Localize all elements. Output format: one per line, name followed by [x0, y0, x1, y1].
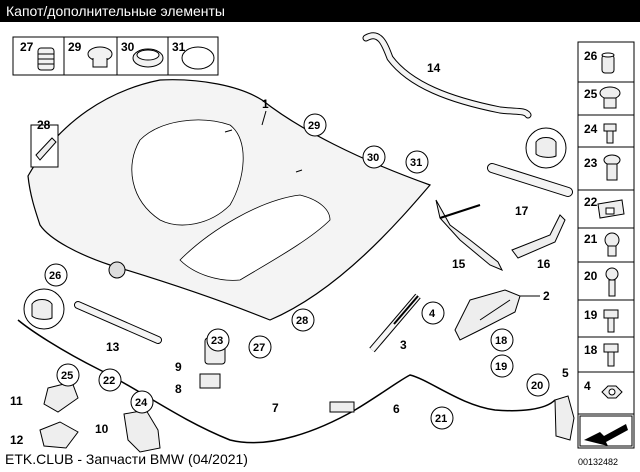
callout-14: 14: [427, 61, 441, 75]
callout-6: 6: [393, 402, 400, 416]
sealing-strip-28: [30, 124, 59, 168]
callout-28: 28: [296, 315, 308, 327]
hood-seal-14: [362, 32, 532, 119]
strip-label-30: 30: [121, 40, 135, 54]
bracket-15: [435, 199, 504, 271]
bracket-12: [39, 421, 79, 449]
column-label-19: 19: [584, 308, 598, 322]
callout-19: 19: [495, 361, 507, 373]
callout-26: 26: [49, 270, 61, 282]
column-label-22: 22: [584, 195, 598, 209]
callout-10: 10: [95, 422, 109, 436]
grounding-plate-icon: [597, 199, 625, 219]
callout-4: 4: [429, 308, 436, 320]
callout-8: 8: [175, 382, 182, 396]
callout-11: 11: [10, 394, 23, 408]
page-title: Капот/дополнительные элементы: [6, 3, 225, 19]
callout-23: 23: [211, 335, 223, 347]
callout-2: 2: [543, 289, 550, 303]
callout-5: 5: [562, 366, 569, 380]
column-label-20: 20: [584, 269, 598, 283]
diagram-code: 00132482: [578, 457, 619, 467]
footer-text: ETK.CLUB - Запчасти BMW (04/2021): [5, 451, 248, 467]
title-bar: Капот/дополнительные элементы: [0, 0, 640, 22]
flange-bolt-icon: [603, 343, 619, 367]
callout-17: 17: [515, 204, 529, 218]
callout-27: 27: [253, 342, 265, 354]
callout-29: 29: [308, 120, 320, 132]
strip-label-27: 27: [20, 40, 34, 54]
detail-circle-right: [525, 127, 567, 169]
diagram-corner-arrow-icon: [579, 415, 633, 447]
callout-31: 31: [410, 157, 422, 169]
callout-21: 21: [435, 413, 447, 425]
cap-icon: [132, 48, 164, 68]
handle-5: [554, 395, 575, 441]
hex-bolt-icon: [603, 309, 619, 333]
top-parts-strip: 27 29 30 31: [12, 36, 219, 76]
callout-16: 16: [537, 257, 551, 271]
callout-7: 7: [272, 401, 279, 415]
callout-18: 18: [495, 335, 507, 347]
column-label-23: 23: [584, 156, 598, 170]
column-label-4: 4: [584, 379, 591, 393]
hood-panel: [27, 79, 432, 321]
expanding-rivet-icon: [604, 232, 620, 257]
column-label-26: 26: [584, 49, 598, 63]
callout-24: 24: [135, 397, 148, 409]
callout-3: 3: [400, 338, 407, 352]
callout-9: 9: [175, 360, 182, 374]
hex-nut-icon: [601, 385, 623, 399]
adjusting-screw-icon: [599, 86, 621, 109]
hood-lock-10: [123, 409, 161, 453]
column-label-18: 18: [584, 343, 598, 357]
foam-pad-icon: [37, 47, 55, 71]
clip-screw-icon: [603, 154, 621, 181]
column-label-25: 25: [584, 87, 598, 101]
screw-icon: [603, 123, 617, 144]
strip-label-29: 29: [68, 40, 82, 54]
callout-13: 13: [106, 340, 120, 354]
grommet-icon: [181, 46, 215, 70]
bracket-11: [43, 381, 79, 413]
callout-15: 15: [452, 257, 466, 271]
callout-20: 20: [531, 380, 543, 392]
callout-28-boxed: 28: [37, 118, 51, 132]
strip-label-31: 31: [172, 40, 186, 54]
cable-connector: [329, 401, 355, 413]
column-label-24: 24: [584, 122, 598, 136]
callout-25: 25: [61, 370, 73, 382]
column-label-21: 21: [584, 232, 598, 246]
callout-12: 12: [10, 433, 24, 447]
bracket-16: [511, 214, 566, 259]
release-cable: [17, 319, 556, 444]
hex-screw-icon: [605, 267, 619, 297]
bumper-stop-icon: [601, 52, 615, 74]
fastener-column: 26 25 24 23 22 21 20 19 18 4: [577, 41, 635, 449]
callout-1: 1: [262, 97, 269, 111]
callouts: 1 2 3 5 6 7 8 9 10 11 12 13 14 15 16 17 …: [10, 61, 569, 447]
callout-22: 22: [103, 375, 115, 387]
callout-30: 30: [367, 152, 379, 164]
detail-circle-left: [23, 288, 65, 330]
latch-8: [199, 373, 221, 389]
plug-icon: [87, 46, 113, 68]
